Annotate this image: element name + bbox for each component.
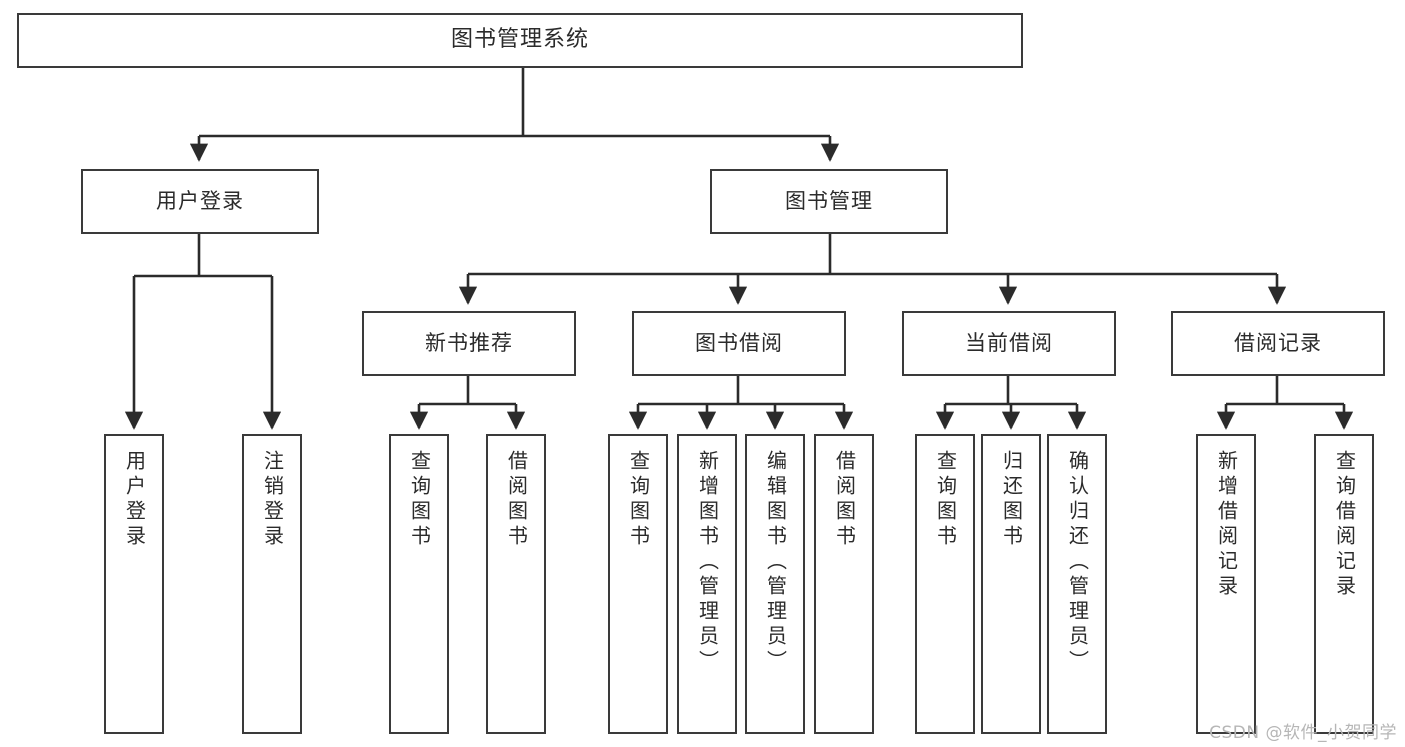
node-new-book-recommend[interactable]: 新书推荐 bbox=[362, 311, 576, 376]
leaf-return-book[interactable]: 归还图书 bbox=[981, 434, 1041, 734]
node-book-borrow[interactable]: 图书借阅 bbox=[632, 311, 846, 376]
node-label: 图书管理 bbox=[785, 188, 873, 213]
leaf-add-book[interactable]: 新增图书（管理员） bbox=[677, 434, 737, 734]
node-label: 查询借阅记录 bbox=[1332, 450, 1357, 600]
leaf-edit-book[interactable]: 编辑图书（管理员） bbox=[745, 434, 805, 734]
node-current-borrow[interactable]: 当前借阅 bbox=[902, 311, 1116, 376]
node-label: 用户登录 bbox=[156, 188, 244, 213]
leaf-query-book-3[interactable]: 查询图书 bbox=[915, 434, 975, 734]
node-label: 借阅图书 bbox=[832, 450, 857, 550]
node-label: 查询图书 bbox=[933, 450, 958, 550]
node-label: 归还图书 bbox=[999, 450, 1024, 550]
node-label: 图书管理系统 bbox=[450, 27, 589, 53]
leaf-user-login[interactable]: 用户登录 bbox=[104, 434, 164, 734]
leaf-borrow-book-2[interactable]: 借阅图书 bbox=[814, 434, 874, 734]
leaf-confirm-return[interactable]: 确认归还（管理员） bbox=[1047, 434, 1107, 734]
node-label: 确认归还（管理员） bbox=[1065, 450, 1090, 675]
node-label: 用户登录 bbox=[122, 450, 147, 550]
node-label: 编辑图书（管理员） bbox=[763, 450, 788, 675]
leaf-query-book-1[interactable]: 查询图书 bbox=[389, 434, 449, 734]
node-label: 注销登录 bbox=[260, 450, 285, 550]
node-label: 查询图书 bbox=[626, 450, 651, 550]
node-label: 新增图书（管理员） bbox=[695, 450, 720, 675]
node-label: 新增借阅记录 bbox=[1214, 450, 1239, 600]
leaf-query-book-2[interactable]: 查询图书 bbox=[608, 434, 668, 734]
node-label: 借阅图书 bbox=[504, 450, 529, 550]
leaf-add-record[interactable]: 新增借阅记录 bbox=[1196, 434, 1256, 734]
node-label: 查询图书 bbox=[407, 450, 432, 550]
leaf-query-record[interactable]: 查询借阅记录 bbox=[1314, 434, 1374, 734]
leaf-user-logout[interactable]: 注销登录 bbox=[242, 434, 302, 734]
node-root-book-management-system[interactable]: 图书管理系统 bbox=[17, 13, 1023, 68]
leaf-borrow-book-1[interactable]: 借阅图书 bbox=[486, 434, 546, 734]
node-label: 借阅记录 bbox=[1234, 330, 1322, 355]
node-label: 当前借阅 bbox=[965, 330, 1053, 355]
node-book-manage[interactable]: 图书管理 bbox=[710, 169, 948, 234]
node-label: 图书借阅 bbox=[695, 330, 783, 355]
node-borrow-record[interactable]: 借阅记录 bbox=[1171, 311, 1385, 376]
watermark: CSDN @软件_小贺同学 bbox=[1209, 723, 1397, 743]
node-label: 新书推荐 bbox=[425, 330, 513, 355]
node-user-login[interactable]: 用户登录 bbox=[81, 169, 319, 234]
